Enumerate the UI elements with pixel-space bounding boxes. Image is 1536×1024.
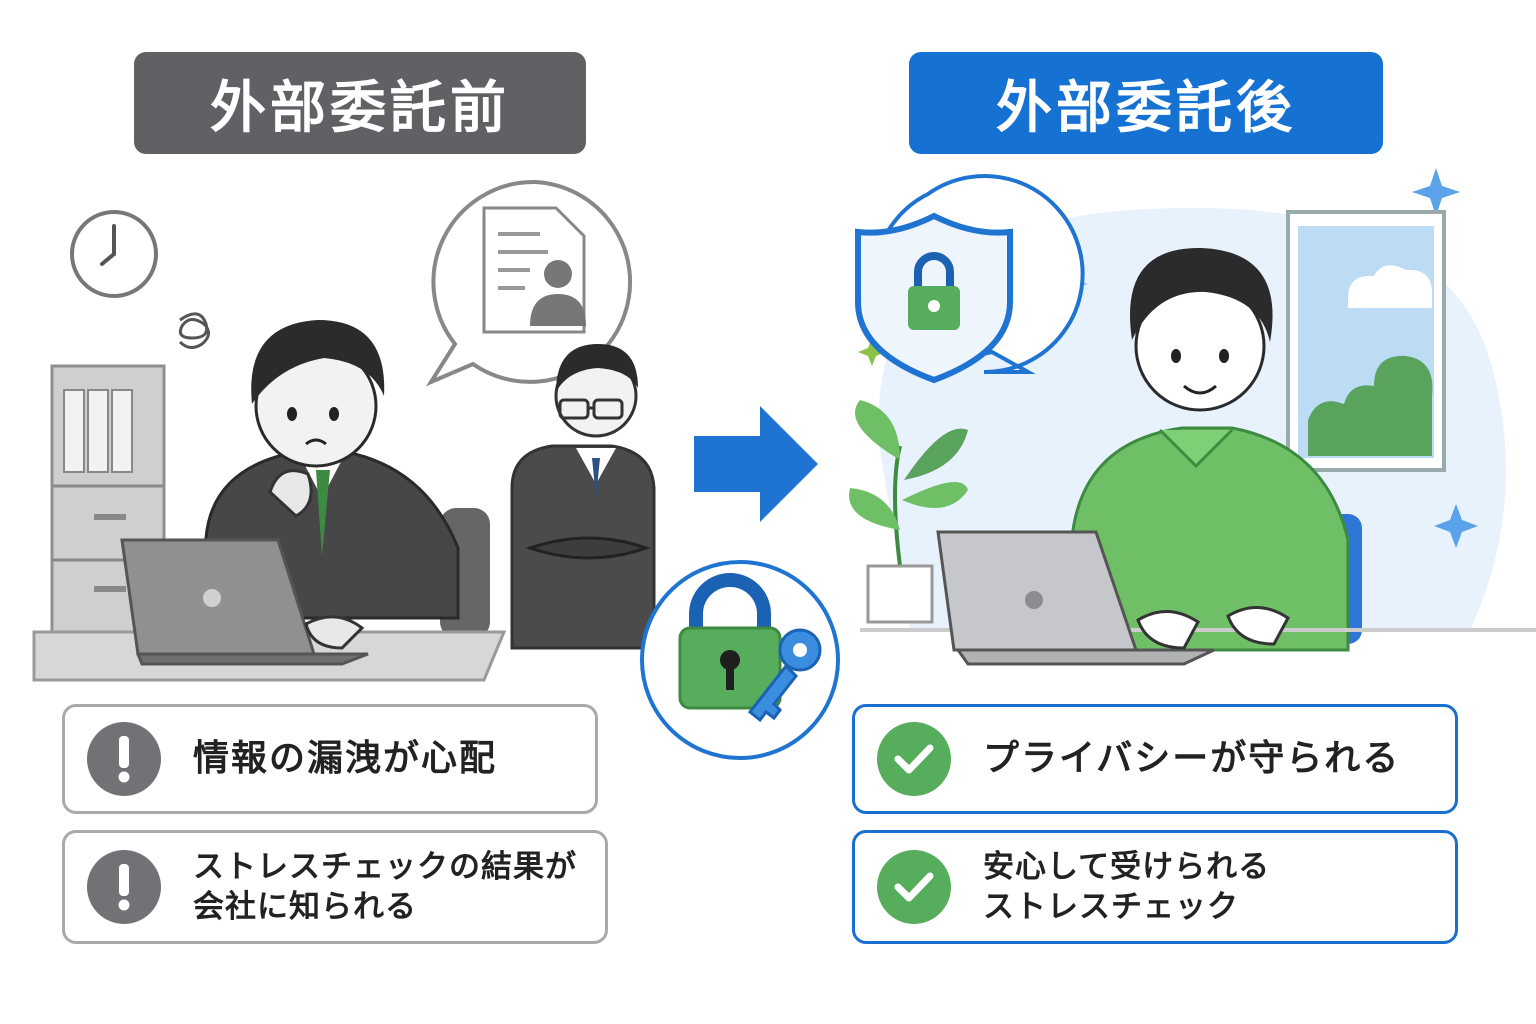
check-icon (877, 722, 951, 796)
personal-document-icon (482, 206, 586, 334)
before-card-2-line1: ストレスチェックの結果が (193, 848, 577, 885)
after-illustration (849, 168, 1536, 666)
exclamation-icon (87, 722, 161, 796)
after-card-2-line1: 安心して受けられる (983, 848, 1271, 885)
key-icon (747, 628, 822, 723)
after-card-2-text: 安心して受けられる ストレスチェック (983, 847, 1270, 928)
shield-lock-icon (855, 212, 1013, 384)
worry-scribble-icon (178, 312, 210, 349)
check-icon (877, 850, 951, 924)
after-card-1-text: プライバシーが守られる (983, 737, 1401, 779)
relaxed-worker-figure (1070, 247, 1350, 652)
before-card-2: ストレスチェックの結果が 会社に知られる (62, 830, 608, 944)
window (1286, 210, 1446, 472)
after-heading: 外部委託後 (909, 52, 1383, 154)
exclamation-icon (87, 850, 161, 924)
sparkle-icon (1434, 504, 1478, 548)
manager-figure (510, 344, 656, 650)
before-illustration (32, 179, 656, 682)
sparkle-icon (858, 338, 886, 366)
document-speech-bubble (425, 179, 632, 387)
before-card-2-text: ストレスチェックの結果が 会社に知られる (193, 847, 577, 928)
shield-speech-bubble (855, 174, 1085, 384)
after-card-2: 安心して受けられる ストレスチェック (852, 830, 1458, 944)
sparkle-icon (1412, 168, 1460, 216)
laptop-icon (120, 538, 369, 666)
after-card-2-line2: ストレスチェック (983, 889, 1239, 925)
before-card-1: 情報の漏洩が心配 (62, 704, 598, 814)
laptop-icon (936, 530, 1290, 666)
lock-and-key-badge (640, 560, 840, 760)
file-cabinet (50, 364, 166, 638)
before-heading: 外部委託前 (134, 52, 586, 154)
before-card-2-line2: 会社に知られる (193, 889, 417, 925)
after-card-1: プライバシーが守られる (852, 704, 1458, 814)
clock-icon (70, 210, 158, 298)
plant-icon (849, 400, 968, 624)
padlock-icon (678, 573, 782, 710)
before-card-1-text: 情報の漏洩が心配 (193, 737, 498, 779)
transition-arrow-icon (694, 406, 818, 522)
